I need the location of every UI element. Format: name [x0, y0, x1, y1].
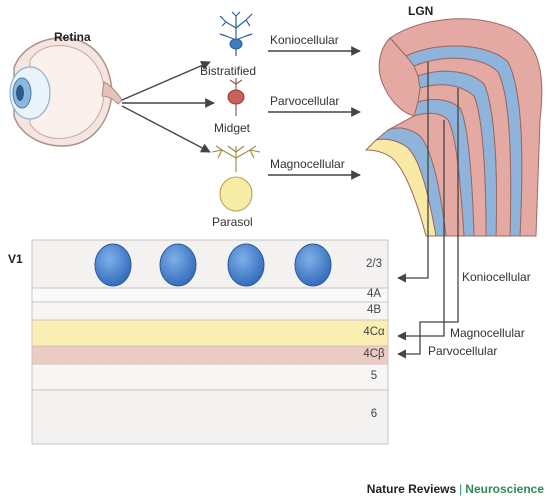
journal-name: Neuroscience: [465, 482, 544, 496]
arrow-eye-to-bistratified: [121, 60, 211, 101]
midget-label: Midget: [214, 121, 251, 135]
publisher-name: Nature Reviews: [366, 482, 457, 496]
magnocellular-pathway-label: Magnocellular: [270, 157, 345, 171]
v1-layer-stack: [31, 239, 389, 445]
bistratified-label: Bistratified: [200, 64, 257, 78]
arrow-lgn-magnocellular-to-v1: [397, 120, 445, 341]
journal-credit: Nature Reviews|Neuroscience: [367, 482, 544, 496]
layer-4c-beta-band: [31, 345, 389, 365]
midget-cell-icon: [227, 78, 245, 116]
bistratified-cell-icon: [219, 11, 253, 56]
arrow-eye-to-parasol: [121, 105, 211, 153]
layer-4c-beta-label: 4Cβ: [363, 348, 385, 360]
layer-4b-label: 4B: [366, 304, 382, 316]
credit-separator: |: [459, 482, 463, 496]
v1-blobs: [94, 243, 332, 287]
koniocellular-output-label: Koniocellular: [462, 270, 531, 284]
layer-6-band: [31, 389, 389, 445]
layer-4a-label: 4A: [366, 288, 382, 300]
retina-title: Retina: [54, 30, 91, 44]
magnocellular-output-label: Magnocellular: [450, 326, 525, 340]
parasol-label: Parasol: [212, 215, 253, 229]
arrow-lgn-parvocellular-to-v1: [397, 88, 459, 359]
v1-title: V1: [8, 252, 23, 266]
layer-4a-band: [31, 287, 389, 303]
cortical-blob: [294, 243, 332, 287]
cortical-blob: [227, 243, 265, 287]
arrow-lgn-koniocellular-to-v1: [397, 62, 429, 283]
layer-4c-alpha-label: 4Cα: [363, 326, 385, 338]
cortical-blob: [159, 243, 197, 287]
parvocellular-pathway-label: Parvocellular: [270, 94, 340, 108]
eye-illustration: [9, 37, 123, 147]
layer-4c-alpha-band: [31, 319, 389, 347]
layer-2-3-label: 2/3: [366, 258, 382, 270]
layer-6-label: 6: [370, 408, 378, 420]
parasol-cell-icon: [211, 145, 261, 212]
layer-2-3-band: [31, 239, 389, 289]
layer-5-band: [31, 363, 389, 391]
parvocellular-output-label: Parvocellular: [428, 344, 498, 358]
lgn-title: LGN: [408, 4, 434, 18]
layer-4b-band: [31, 301, 389, 321]
lgn-structure: [364, 18, 543, 237]
cortical-blob: [94, 243, 132, 287]
koniocellular-pathway-label: Koniocellular: [270, 33, 339, 47]
layer-5-label: 5: [370, 370, 378, 382]
